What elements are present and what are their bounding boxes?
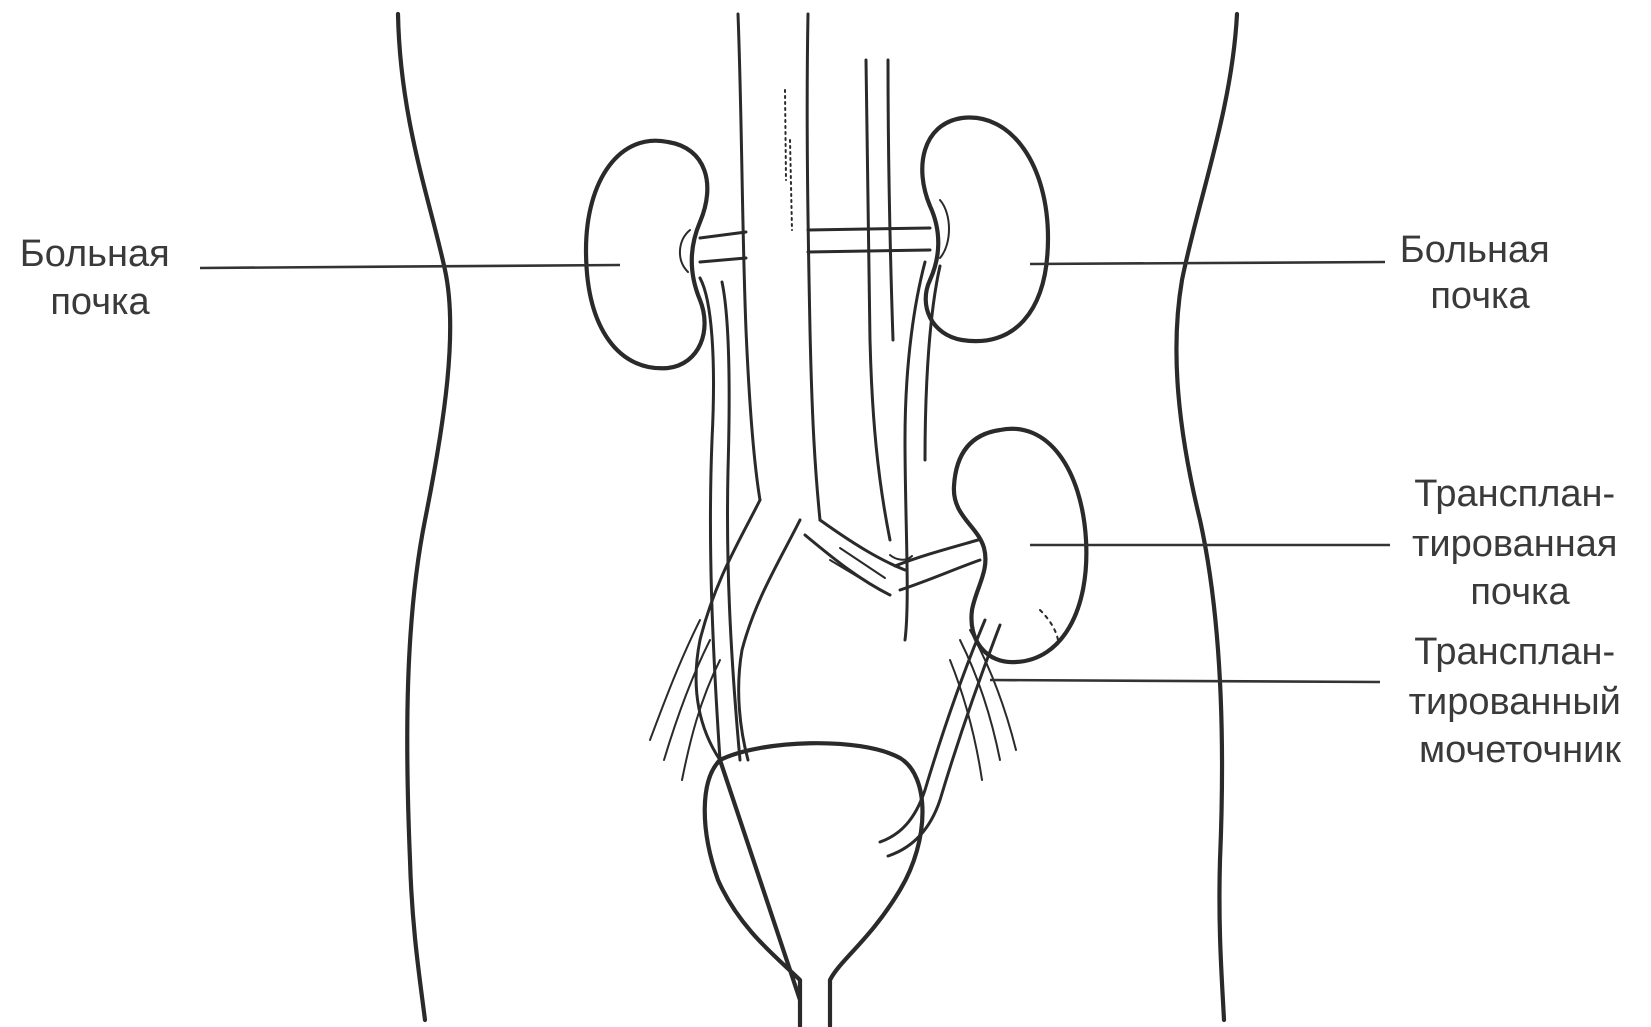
diseased-kidney-left (586, 141, 707, 369)
leader-diseased-kidney-left (200, 265, 620, 268)
torso-left-contour (398, 14, 450, 1020)
aorta (738, 14, 820, 520)
vena-cava (866, 60, 893, 540)
transplant-vessels (890, 540, 980, 590)
label-diseased-kidney-right: Больная почка (1400, 229, 1560, 317)
leader-diseased-kidney-right (1030, 262, 1385, 264)
label-transplanted-kidney: Трансплан- тированная почка (1412, 473, 1628, 613)
label-diseased-kidney-left: Больная почка (20, 233, 180, 323)
pelvic-fibres (650, 620, 1016, 780)
bladder (705, 743, 923, 1026)
leader-transplanted-ureter (990, 680, 1380, 682)
diseased-kidney-right (922, 118, 1048, 342)
label-transplanted-ureter: Трансплан- тированный мочеточник (1409, 631, 1632, 771)
torso-right-contour (1176, 14, 1237, 1020)
